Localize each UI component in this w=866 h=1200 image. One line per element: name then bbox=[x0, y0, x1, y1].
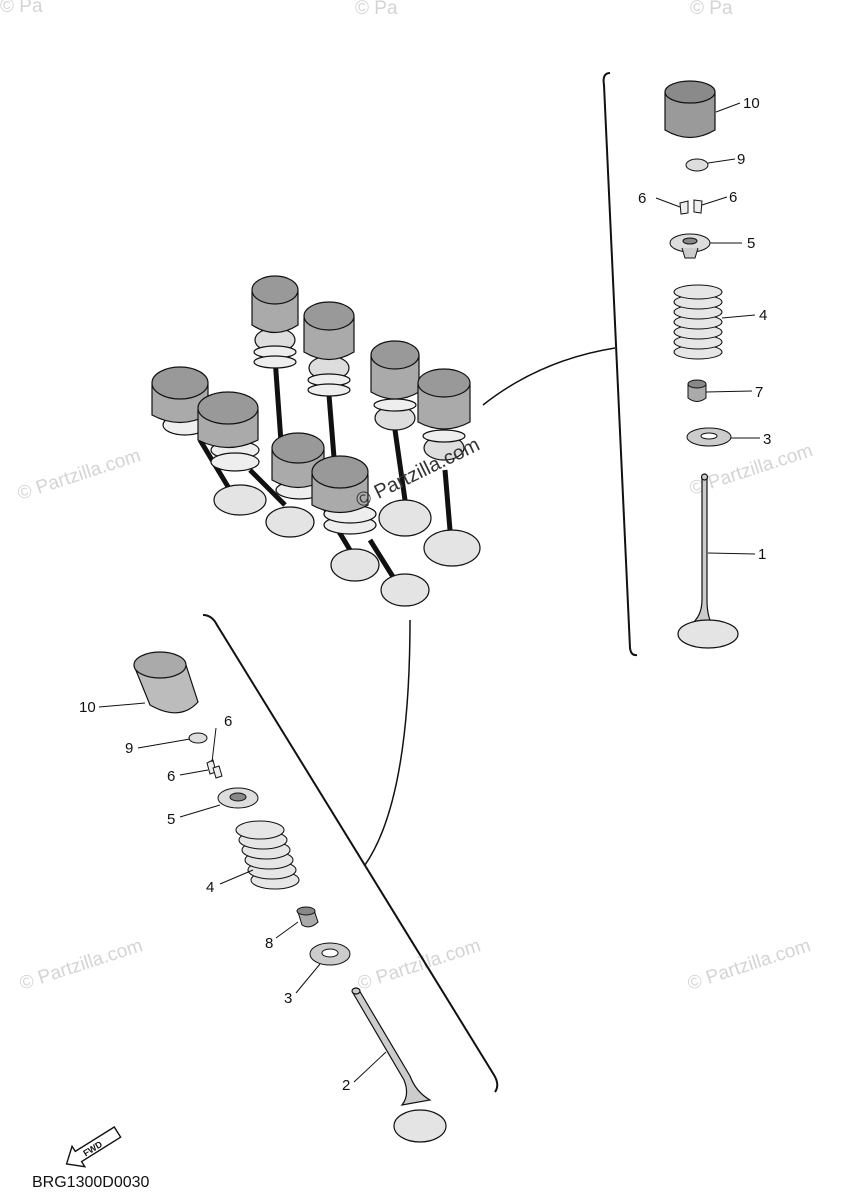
callout-right-3: 3 bbox=[763, 431, 771, 448]
right-part-6-cotter-pair bbox=[679, 199, 703, 215]
watermark-left-mid: © Partzilla.com bbox=[15, 445, 143, 505]
left-leaders bbox=[98, 702, 387, 1083]
callout-right-6a: 6 bbox=[638, 190, 646, 207]
assembly-to-left-bracket bbox=[364, 619, 411, 866]
intake-valve-3 bbox=[370, 340, 432, 537]
right-part-9-shim bbox=[685, 158, 709, 172]
exhaust-valve-2 bbox=[197, 391, 315, 538]
exhaust-valve-3 bbox=[271, 432, 380, 582]
callout-right-7: 7 bbox=[755, 384, 763, 401]
callout-right-5: 5 bbox=[747, 235, 755, 252]
intake-valve-4 bbox=[417, 368, 481, 567]
right-part-10-tappet bbox=[664, 80, 716, 139]
callout-left-10: 10 bbox=[79, 699, 96, 716]
left-part-10-tappet bbox=[133, 651, 199, 714]
callout-right-6b: 6 bbox=[729, 189, 737, 206]
callout-right-1: 1 bbox=[758, 546, 766, 563]
right-part-3-seat bbox=[686, 427, 732, 447]
fwd-arrow-icon: FWD bbox=[65, 1126, 122, 1168]
callout-left-6a: 6 bbox=[224, 713, 232, 730]
right-part-4-spring bbox=[673, 284, 723, 360]
callout-right-9: 9 bbox=[737, 151, 745, 168]
left-part-8-valve-seal bbox=[296, 906, 319, 928]
watermark-top-1: © Pa bbox=[0, 0, 43, 17]
exhaust-valve-4 bbox=[311, 455, 430, 607]
right-leaders bbox=[655, 102, 760, 555]
watermark-left-bottom: © Partzilla.com bbox=[17, 935, 145, 995]
callout-right-10: 10 bbox=[743, 95, 760, 112]
right-group-bracket bbox=[602, 72, 638, 657]
callout-left-5: 5 bbox=[167, 811, 175, 828]
left-group-bracket bbox=[202, 614, 499, 1093]
right-part-5-retainer bbox=[669, 233, 711, 259]
left-part-5-retainer bbox=[217, 787, 259, 809]
left-part-6-cotter-pair bbox=[206, 759, 223, 779]
intake-valve-1 bbox=[251, 275, 299, 471]
left-part-9-shim bbox=[188, 732, 208, 744]
callout-left-9: 9 bbox=[125, 740, 133, 757]
left-part-3-seat bbox=[309, 942, 351, 966]
left-part-2-exhaust-valve bbox=[351, 987, 447, 1143]
callout-left-4: 4 bbox=[206, 879, 214, 896]
callout-left-8: 8 bbox=[265, 935, 273, 952]
callout-right-4: 4 bbox=[759, 307, 767, 324]
watermark-right-bottom: © Partzilla.com bbox=[685, 935, 813, 995]
intake-valve-2 bbox=[303, 301, 355, 471]
callout-left-2: 2 bbox=[342, 1077, 350, 1094]
assembly-to-right-bracket bbox=[482, 347, 616, 406]
watermark-top-2: © Pa bbox=[355, 0, 398, 19]
left-part-4-spring bbox=[235, 820, 300, 890]
right-part-7-valve-seal bbox=[687, 379, 707, 402]
right-part-1-intake-valve bbox=[677, 473, 739, 649]
watermark-center: © Partzilla.com bbox=[353, 434, 484, 513]
watermark-center-bottom: © Partzilla.com bbox=[355, 935, 483, 995]
callout-left-3: 3 bbox=[284, 990, 292, 1007]
callout-left-6b: 6 bbox=[167, 768, 175, 785]
watermark-top-3: © Pa bbox=[690, 0, 733, 19]
diagram-code: BRG1300D0030 bbox=[32, 1174, 150, 1191]
valve-train-assembly bbox=[151, 275, 481, 607]
